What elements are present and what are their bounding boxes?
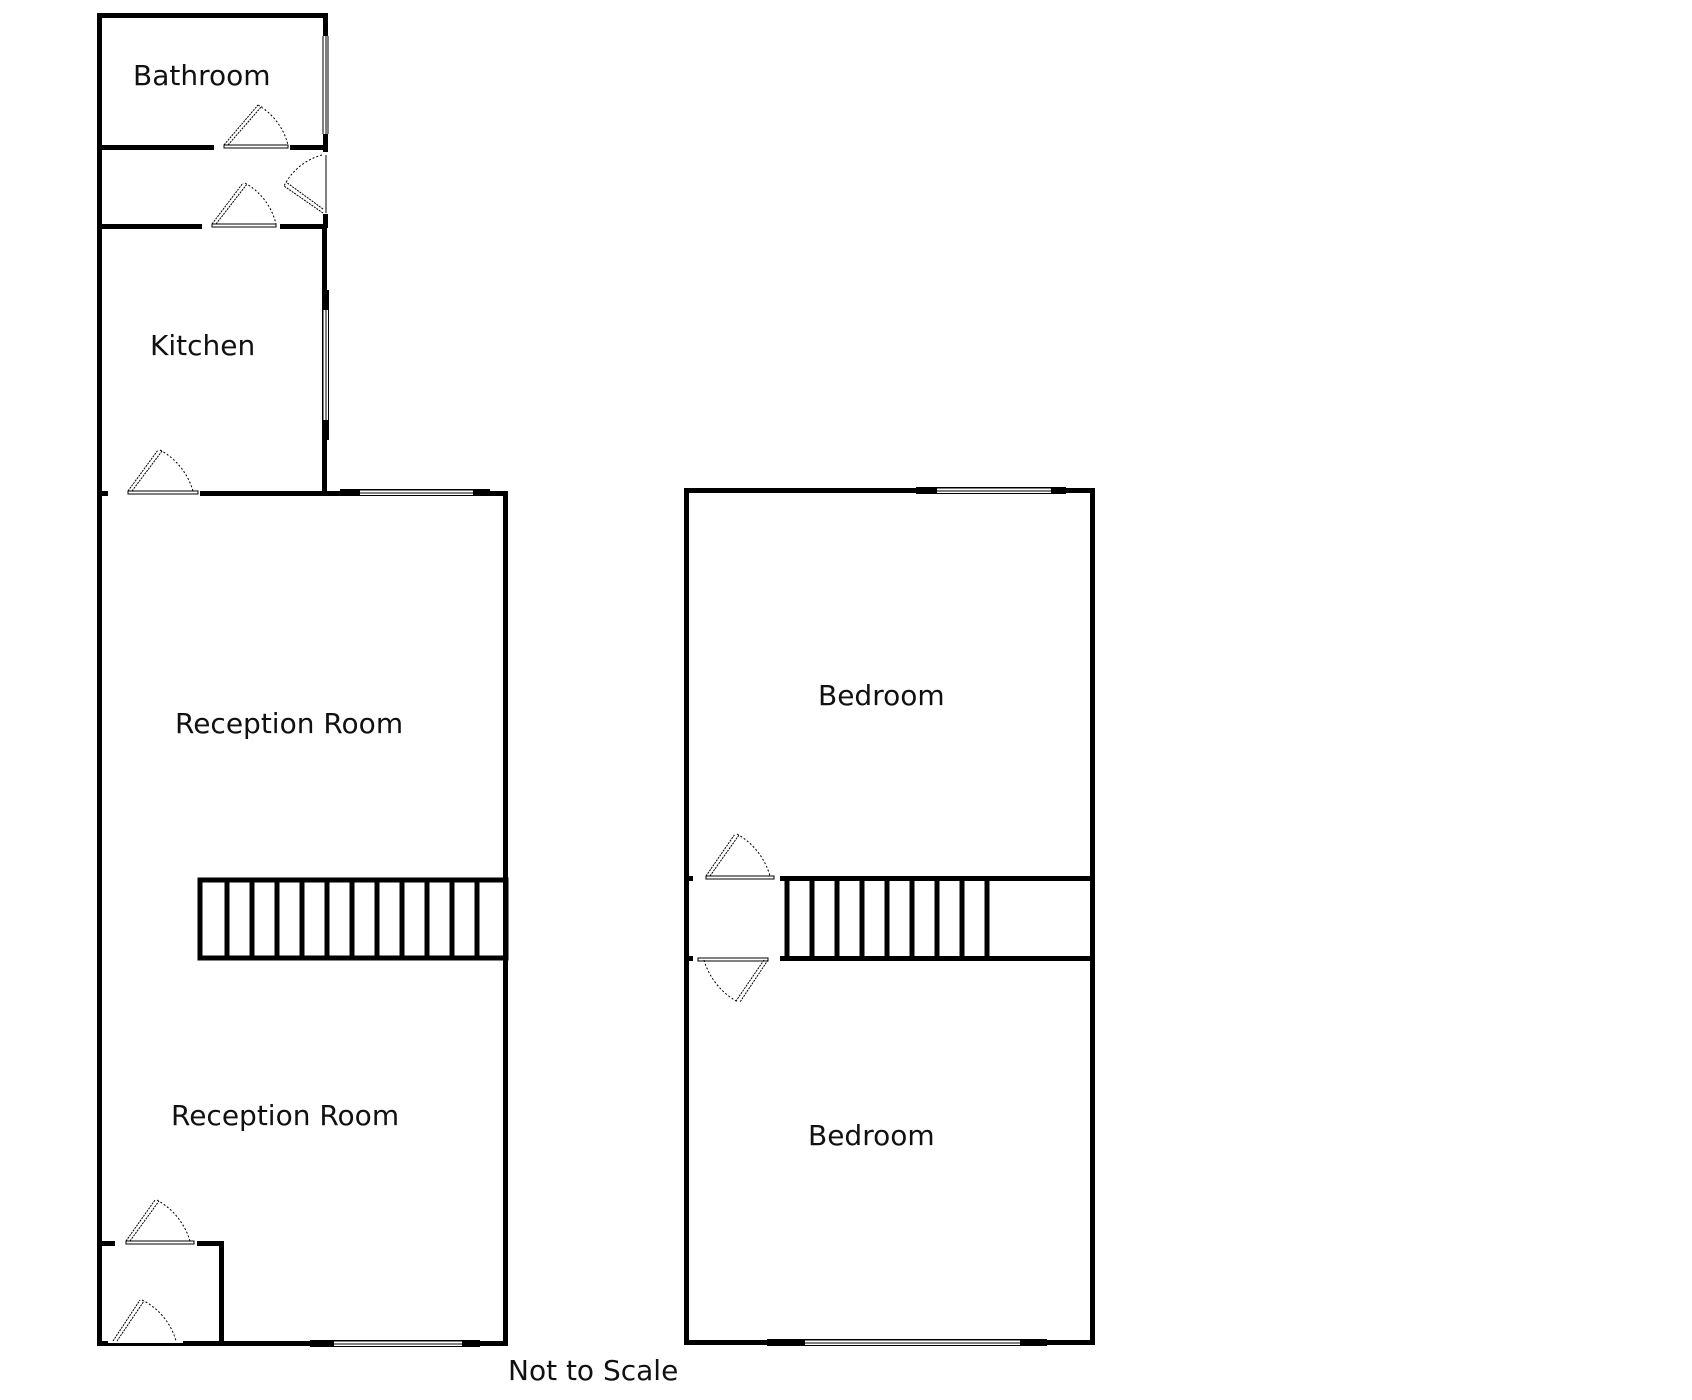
room-label-reception-rear: Reception Room [175, 707, 404, 740]
room-label-kitchen: Kitchen [150, 329, 256, 362]
room-label-bedroom-rear: Bedroom [818, 679, 945, 712]
wall [97, 145, 327, 150]
ground-floor [97, 13, 509, 1347]
window-reception-rear [340, 489, 490, 496]
stairs-first [784, 878, 990, 958]
wall [97, 13, 102, 1346]
door-hall-side [283, 152, 329, 214]
door-hall [202, 182, 280, 230]
window-kitchen [322, 290, 329, 440]
window-reception-front [310, 1340, 480, 1347]
wall [1090, 488, 1095, 1345]
stairs-ground [197, 877, 509, 961]
room-label-bathroom: Bathroom [133, 59, 271, 92]
room-label-reception-front: Reception Room [171, 1099, 400, 1132]
door-kitchen [108, 449, 200, 497]
first-floor [684, 487, 1095, 1346]
door-closet [115, 1199, 197, 1247]
wall [219, 1241, 224, 1346]
wall [684, 488, 1095, 493]
door-bedroom-rear [693, 833, 780, 882]
door-bathroom [214, 104, 290, 151]
window-bedroom-rear [916, 487, 1066, 494]
wall [97, 13, 327, 18]
door-front [108, 1299, 183, 1343]
window-bathroom [322, 36, 329, 134]
window-bedroom-front [767, 1339, 1047, 1346]
wall [97, 491, 508, 496]
not-to-scale-note: Not to Scale [508, 1354, 679, 1387]
wall [684, 488, 689, 1345]
wall [684, 956, 1095, 961]
door-bedroom-front [693, 955, 780, 1003]
room-label-bedroom-front: Bedroom [808, 1119, 935, 1152]
wall [97, 1341, 508, 1346]
